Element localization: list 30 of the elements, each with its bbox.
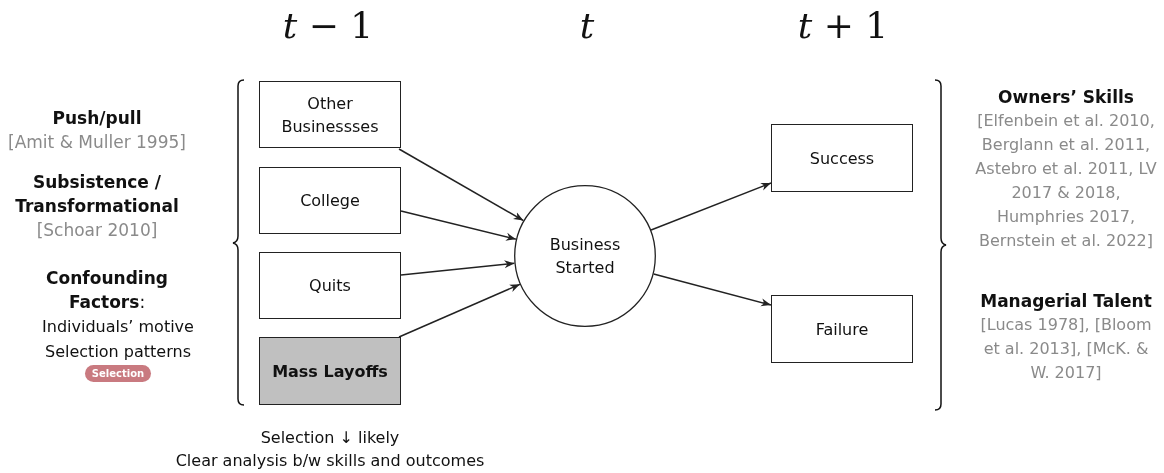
note: Individuals’ motive [42, 316, 194, 338]
process-box: Quits [259, 252, 401, 319]
time-label: t + 1 [797, 4, 889, 48]
arrow [398, 283, 521, 338]
arrow [652, 273, 772, 307]
arrow [400, 210, 517, 241]
time-label: t − 1 [282, 4, 374, 48]
process-box: Failure [771, 295, 913, 363]
process-box: Other Businessses [259, 81, 401, 148]
heading: Subsistence / Transformational [14, 171, 180, 218]
note: Selection ↓ likely [260, 427, 400, 449]
process-box: Mass Layoffs [259, 337, 401, 405]
process-box: College [259, 167, 401, 234]
arrow [650, 182, 772, 231]
tag-pill: Selection [85, 365, 151, 382]
citation: [Schoar 2010] [36, 219, 158, 242]
note: Confounding Factors: [45, 267, 169, 314]
heading: Push/pull [52, 107, 142, 130]
arrow [398, 148, 525, 222]
citation: [Elfenbein et al. 2010, Berglann et al. 2011, Astebro et al. 2011, LV 2017 & 2018, Humphries 2017, Bernstein et al. 2022] [974, 110, 1158, 252]
note: Clear analysis b/w skills and outcomes [175, 450, 485, 472]
citation: [Lucas 1978], [Bloom et al. 2013], [McK. & W. 2017] [979, 314, 1153, 384]
heading: Owners’ Skills [998, 86, 1134, 109]
process-box: Success [771, 124, 913, 192]
note: Selection patterns [45, 341, 191, 363]
heading: Managerial Talent [980, 290, 1152, 313]
time-label: t [579, 4, 595, 48]
arrow [400, 260, 516, 276]
citation: [Amit & Muller 1995] [8, 131, 186, 154]
node-label: Business Started [548, 234, 622, 279]
